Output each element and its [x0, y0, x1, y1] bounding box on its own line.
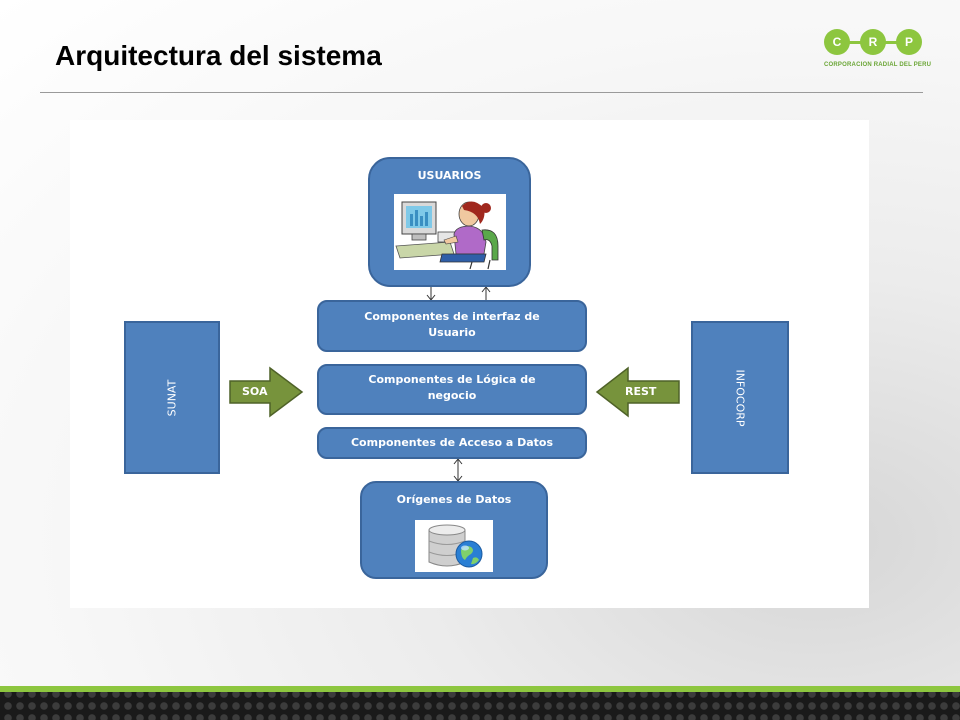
data-access-label: Componentes de Acceso a Datos: [350, 436, 554, 449]
crp-logo: C R P CORPORACION RADIAL DEL PERU: [822, 29, 931, 73]
ui-to-users-arrowhead: [481, 286, 491, 293]
data-sources-label: Orígenes de Datos: [396, 493, 512, 506]
slide-title: Arquitectura del sistema: [55, 40, 382, 71]
ui-components-label-line2: Usuario: [428, 326, 476, 339]
infocorp-system-box: INFOCORP: [691, 321, 789, 474]
business-logic-label-line1: Componentes de Lógica de: [368, 373, 536, 386]
users-label: USUARIOS: [417, 169, 482, 182]
soa-arrow: [229, 366, 304, 418]
users-box: USUARIOS: [368, 157, 531, 287]
rest-arrow: [595, 366, 680, 418]
footer-accent-bar: [0, 686, 960, 692]
title-divider: [40, 92, 923, 93]
user-at-computer-icon: [394, 194, 506, 270]
logo-letter-p: P: [896, 29, 922, 55]
data-sources-box: Orígenes de Datos: [360, 481, 548, 579]
data-access-arrowhead-up: [453, 458, 463, 465]
infocorp-label: INFOCORP: [733, 368, 747, 427]
sunat-label: SUNAT: [165, 379, 179, 416]
ui-components-box: Componentes de interfaz de Usuario: [317, 300, 587, 352]
logo-letter-c: C: [824, 29, 850, 55]
business-logic-box: Componentes de Lógica de negocio: [317, 364, 587, 415]
database-globe-icon: [415, 520, 493, 572]
rest-arrow-label: REST: [625, 385, 657, 398]
footer-dotted-bar: [0, 692, 960, 720]
diagram-connectors: [229, 286, 680, 482]
business-logic-label-line2: negocio: [427, 389, 477, 402]
ui-components-label-line1: Componentes de interfaz de: [364, 310, 540, 323]
sunat-system-box: SUNAT: [124, 321, 220, 474]
soa-arrow-label: SOA: [242, 385, 268, 398]
architecture-diagram: SOA REST USUARIOS Componentes: [70, 120, 869, 608]
logo-letter-r: R: [860, 29, 886, 55]
data-access-box: Componentes de Acceso a Datos: [317, 427, 587, 459]
logo-subtitle: CORPORACION RADIAL DEL PERU: [824, 62, 932, 68]
